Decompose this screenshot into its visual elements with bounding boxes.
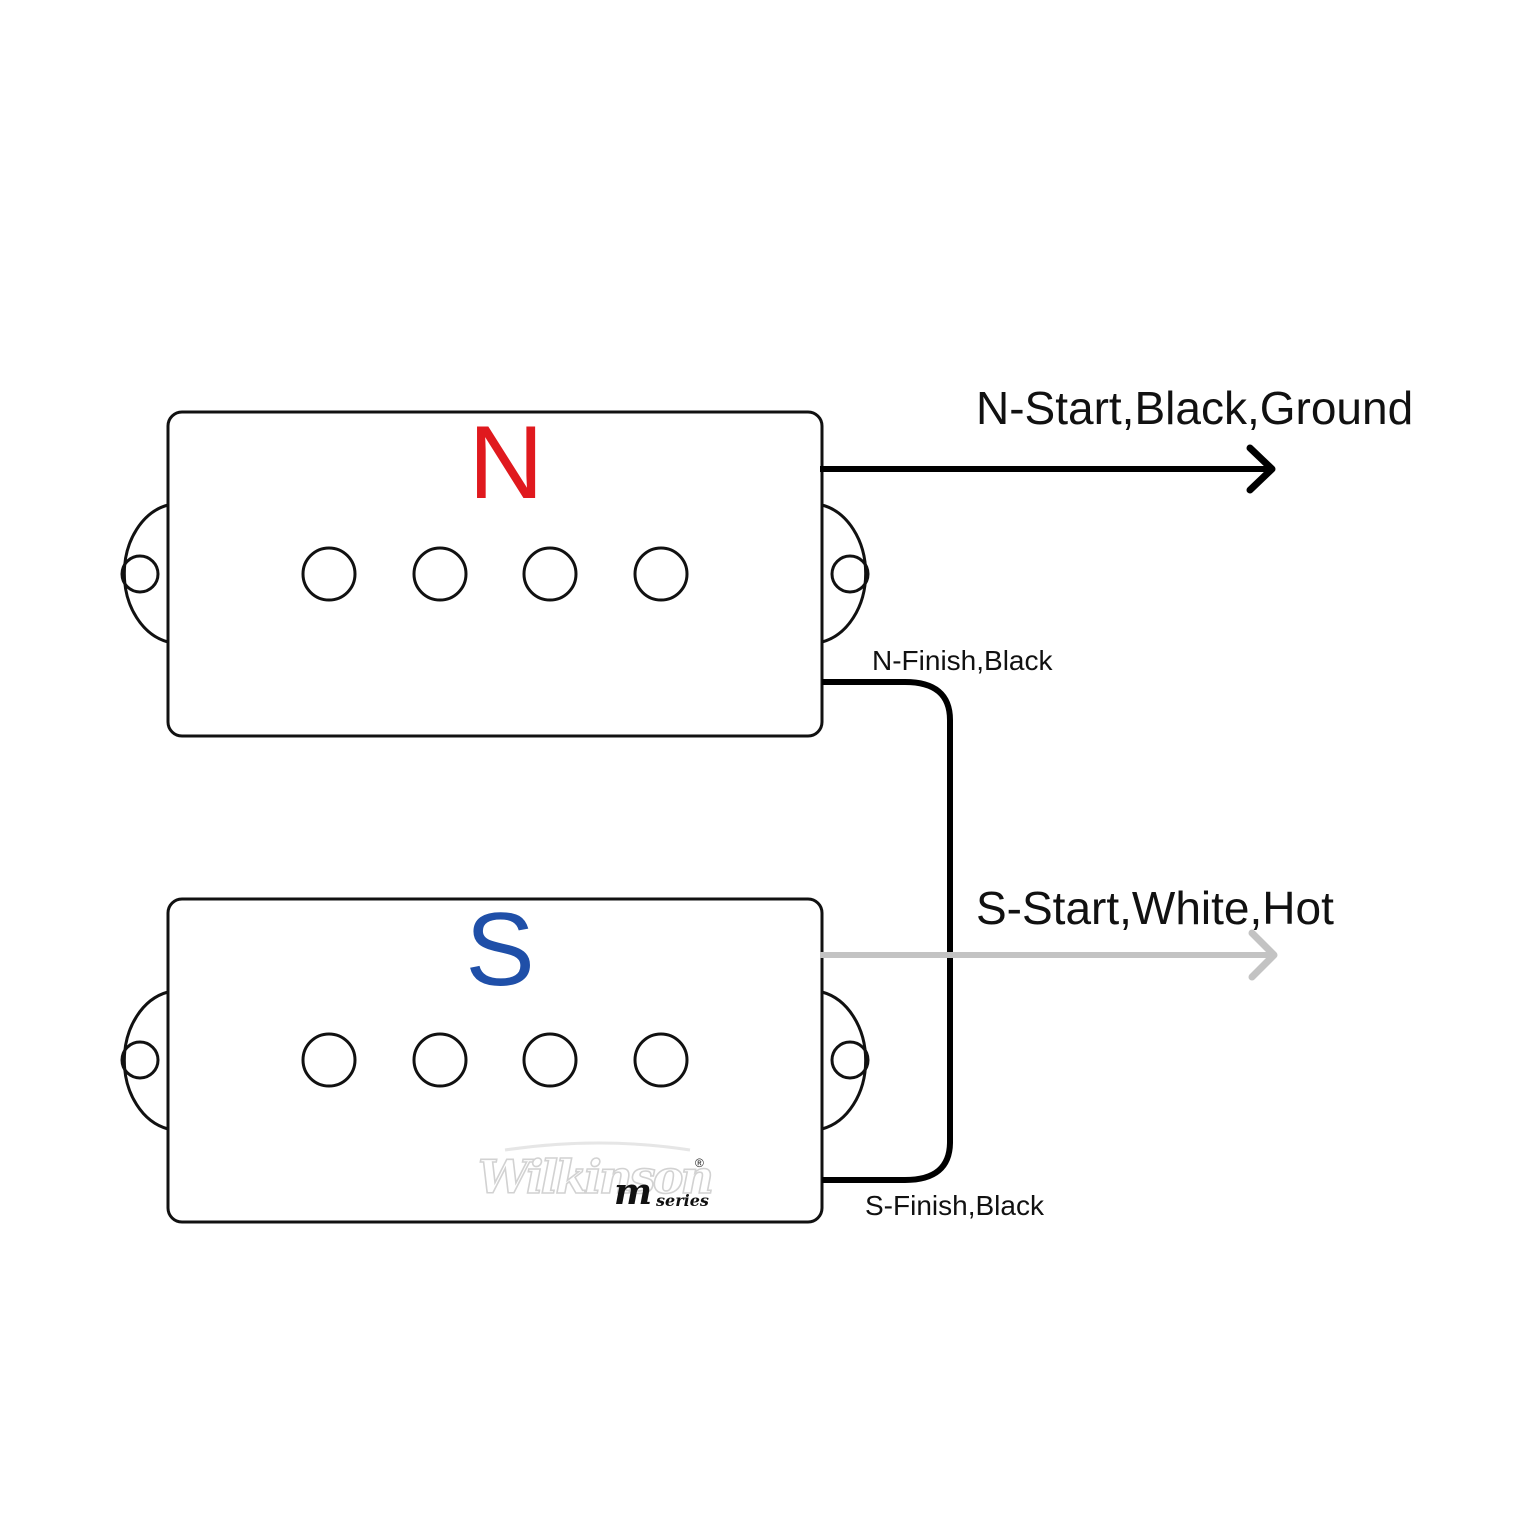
pole-piece: [633, 1032, 689, 1088]
south-right-screw-hole: [830, 1040, 870, 1080]
s-start-label: S-Start,White,Hot: [976, 882, 1334, 934]
wires: [820, 444, 1278, 1183]
n-start-arrowhead: [1246, 444, 1276, 494]
series-link-wire: [822, 679, 953, 1183]
s-finish-label: S-Finish,Black: [865, 1190, 1045, 1221]
north-pole-label: N: [468, 405, 543, 521]
south-pole-label: S: [465, 892, 534, 1008]
north-left-mounting-ear: [122, 503, 169, 644]
logo-series-letter: m: [614, 1171, 652, 1213]
wire-labels: N-Start,Black,Ground N-Finish,Black S-St…: [865, 382, 1413, 1221]
pole-piece: [522, 546, 578, 602]
logo-swoosh: [504, 1141, 691, 1152]
south-pickup-body: [166, 897, 824, 1224]
logo-series-word: series: [655, 1191, 709, 1210]
pole-piece: [412, 1032, 468, 1088]
south-right-mounting-ear: [821, 990, 868, 1131]
pole-piece: [301, 546, 357, 602]
north-right-screw-hole: [830, 554, 870, 594]
logo-brand-text: Wilkinson: [478, 1150, 714, 1204]
pole-piece: [301, 1032, 357, 1088]
s-start-arrowhead: [1248, 929, 1278, 981]
n-finish-label: N-Finish,Black: [872, 645, 1053, 676]
wilkinson-logo: Wilkinson ® m series: [477, 1141, 715, 1213]
pole-piece: [412, 546, 468, 602]
north-right-mounting-ear: [821, 503, 868, 644]
north-pickup-body: [166, 410, 824, 738]
south-left-mounting-ear: [122, 990, 169, 1131]
logo-registered-mark: ®: [695, 1156, 704, 1170]
n-start-label: N-Start,Black,Ground: [976, 382, 1413, 434]
south-left-screw-hole: [120, 1040, 160, 1080]
north-pickup: N: [120, 405, 870, 738]
pole-piece: [522, 1032, 578, 1088]
north-pole-pieces: [301, 546, 689, 602]
south-pole-pieces: [301, 1032, 689, 1088]
north-left-screw-hole: [120, 554, 160, 594]
south-pickup: S Wilkinson ® m series: [120, 892, 870, 1224]
pole-piece: [633, 546, 689, 602]
